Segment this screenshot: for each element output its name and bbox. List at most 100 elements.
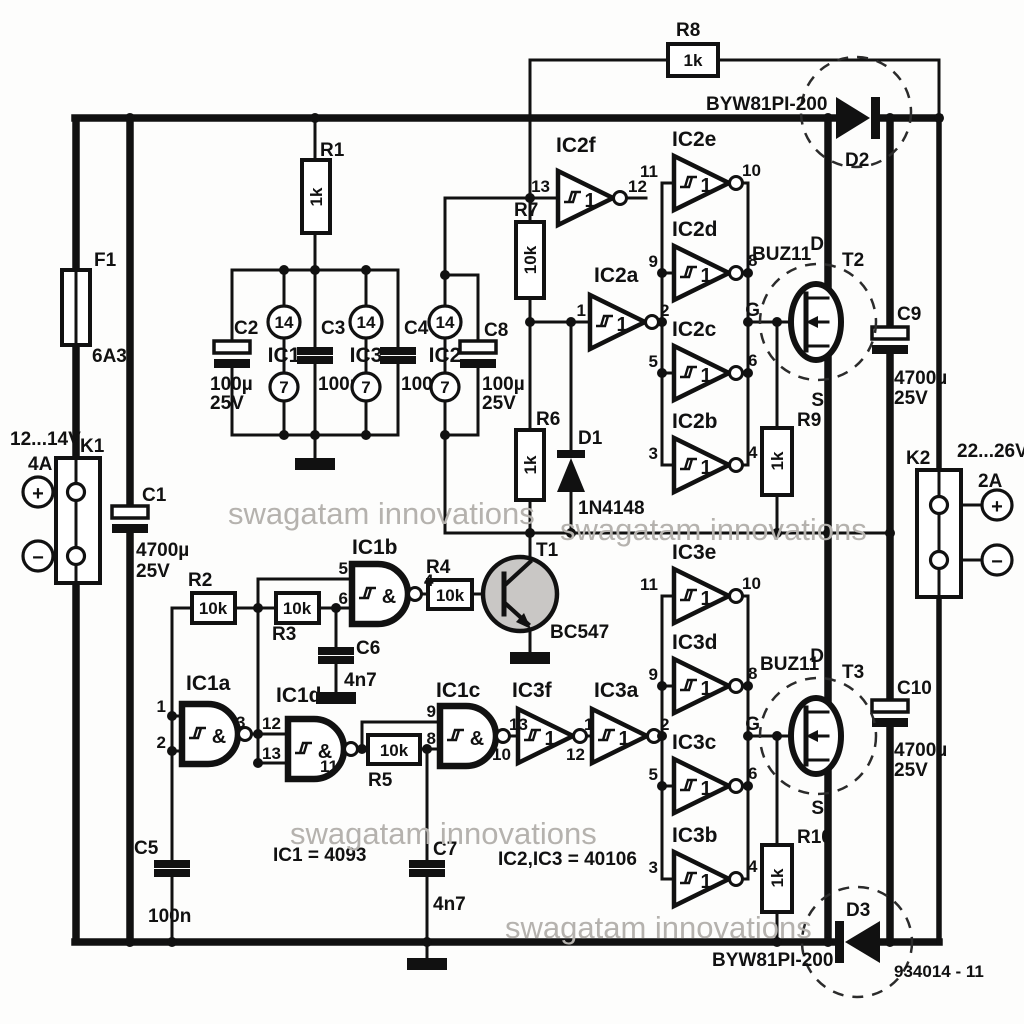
ic1d-in2: 13 [262, 744, 281, 763]
capacitors: C1 4700µ 25V C2 100µ 25V C3 100n C4 100n… [110, 304, 947, 927]
gate-ic1a: & IC1a 1 2 3 [157, 672, 253, 764]
ic3f-label: IC3f [512, 679, 553, 702]
part-number: 934014 - 11 [894, 962, 984, 981]
gate-ic2e: 1 IC2e 11 10 [640, 128, 761, 210]
c10-voltage: 25V [894, 760, 928, 781]
r10-ref: R10 [797, 827, 832, 848]
ic1c-in2: 8 [427, 729, 436, 748]
t2-part: BUZ11 [752, 244, 812, 265]
ic2a-out: 2 [660, 301, 669, 320]
k1-plus: + [32, 483, 44, 505]
ic2f-buf: 1 [584, 190, 595, 212]
input-current: 4A [28, 454, 53, 475]
r4-value: 10k [436, 586, 465, 605]
r10-value: 1k [768, 868, 787, 887]
ic3a-label: IC3a [594, 679, 639, 702]
gate-ic3a: 1 IC3a 1 2 [584, 679, 669, 763]
c5-ref: C5 [134, 838, 159, 859]
ic1a-label: IC1a [186, 672, 231, 695]
t3-part: BUZ11 [760, 654, 820, 675]
t2-pin-d: D [810, 234, 824, 255]
transistor-t1: T1 BC547 [480, 540, 609, 643]
t1-part: BC547 [550, 622, 609, 643]
ic1c-label: IC1c [436, 679, 481, 702]
c1-voltage: 25V [136, 561, 170, 582]
k2-plus: + [991, 496, 1003, 518]
c4-ref: C4 [404, 318, 429, 339]
r1-value: 1k [307, 187, 326, 206]
diode-d3: D3 BYW81PI-200 934014 - 11 [712, 885, 984, 999]
ic3b-out: 4 [748, 857, 758, 876]
c9-ref: C9 [897, 304, 921, 325]
output-current: 2A [978, 471, 1003, 492]
d2-part: BYW81PI-200 [706, 94, 827, 115]
gate-ic1b: & IC1b 5 6 4 [339, 536, 434, 624]
ic3d-buf: 1 [700, 678, 711, 700]
c8-value: 100µ [482, 374, 525, 395]
gate-ic3b: 1 IC3b 3 4 [649, 824, 758, 906]
watermark-2: swagatam innovations [560, 512, 867, 547]
r9-value: 1k [768, 451, 787, 470]
ic2b-label: IC2b [672, 410, 718, 433]
ic2c-in: 5 [649, 352, 658, 371]
d3-ref: D3 [846, 900, 870, 921]
ic3-vdd-pin: 14 [357, 313, 376, 332]
c1-value: 4700µ [136, 540, 189, 561]
ic2e-buf: 1 [700, 175, 711, 197]
c3-value: 100n [318, 374, 361, 395]
d3-part: BYW81PI-200 [712, 950, 833, 971]
watermark-3: swagatam innovations [290, 816, 597, 851]
r5-value: 10k [380, 741, 409, 760]
ic1a-in1: 1 [157, 697, 166, 716]
ic1c-and: & [470, 728, 484, 750]
gate-ic1c: & IC1c 9 8 10 [427, 679, 511, 766]
ic3c-out: 6 [748, 764, 757, 783]
ic2e-out: 10 [742, 161, 761, 180]
ic2a-buf: 1 [616, 314, 627, 336]
ic1d-in1: 12 [262, 714, 281, 733]
r3-ref: R3 [272, 624, 296, 645]
ic2c-label: IC2c [672, 318, 717, 341]
c10-ref: C10 [897, 678, 932, 699]
ic3e-in: 11 [640, 575, 658, 594]
r5-ref: R5 [368, 770, 393, 791]
t3-pin-d: D [810, 646, 824, 667]
fuse-value: 6A3 [92, 346, 127, 367]
gate-ic2a: 1 IC2a 1 2 [577, 264, 669, 349]
ic2a-label: IC2a [594, 264, 639, 287]
ic2c-out: 6 [748, 351, 757, 370]
ic1a-and: & [212, 726, 226, 748]
ic1c-out: 10 [492, 745, 511, 764]
c5-value: 100n [148, 906, 191, 927]
c2-ref: C2 [234, 318, 258, 339]
ic1d-and: & [318, 741, 332, 763]
gate-ic2d: 1 IC2d 9 8 [649, 218, 757, 300]
gate-ic2f: 1 IC2f 13 12 [531, 134, 647, 225]
ic3d-out: 8 [748, 664, 757, 683]
c6-value: 4n7 [344, 670, 377, 691]
ic1d-label: IC1d [276, 684, 322, 707]
d2-ref: D2 [845, 150, 869, 171]
r4-ref: R4 [426, 557, 451, 578]
r7-value: 10k [521, 245, 540, 274]
t2-pin-g: G [745, 300, 760, 321]
ic1d-out: 11 [320, 757, 338, 776]
t2-pin-s: S [811, 390, 824, 411]
ic2d-buf: 1 [700, 265, 711, 287]
r1-ref: R1 [320, 140, 345, 161]
ic2a-in: 1 [577, 301, 586, 320]
ground-symbols [295, 458, 550, 970]
fuse-f1: F1 6A3 [60, 250, 127, 367]
diode-d2: D2 BYW81PI-200 [706, 55, 913, 171]
ic1-vdd-pin: 14 [275, 313, 294, 332]
r6-value: 1k [521, 455, 540, 474]
gate-ic3f: 1 IC3f 13 12 [509, 679, 588, 764]
ic2c-buf: 1 [700, 365, 711, 387]
mosfet-t3: BUZ11 T3 D G S [745, 646, 878, 819]
c10-value: 4700µ [894, 740, 947, 761]
watermark-4: swagatam innovations [505, 910, 812, 945]
ic3d-label: IC3d [672, 631, 718, 654]
input-voltage: 12...14V [10, 429, 81, 450]
